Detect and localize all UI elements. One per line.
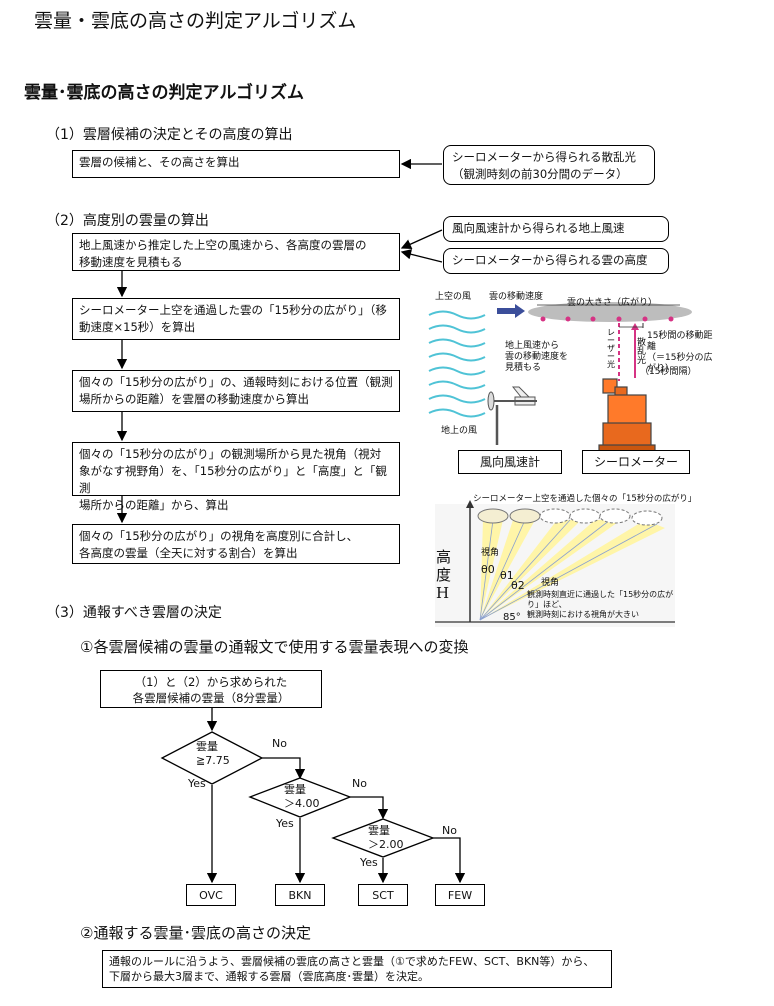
section2-step-1: 地上風速から推定した上空の風速から、各高度の雲層の 移動速度を見積もる xyxy=(72,233,400,271)
decision-1-no: No xyxy=(272,737,287,750)
page-title: 雲量・雲底の高さの判定アルゴリズム xyxy=(34,10,357,32)
section2-step-5: 個々の「15秒分の広がり」の視角を高度別に合計し、 各高度の雲量（全天に対する割… xyxy=(72,524,400,564)
section2-step-2: シーロメーター上空を通過した雲の「15秒分の広がり」（移 動速度×15秒）を算出 xyxy=(72,298,400,340)
decision-1-yes: Yes xyxy=(188,777,206,790)
scatter-label: 散 乱 光 xyxy=(637,338,647,366)
view-angle-note: 観測時刻直近に通過した「15秒分の広がり」ほど、 観測時刻における視角が大きい xyxy=(527,590,674,619)
ceilometer-illustration: 上空の風 雲の移動速度 雲の大きさ（広がり） 地上風速から 雲の移動速度を 見積… xyxy=(425,283,715,483)
decision-2-label: 雲量 ＞4.00 xyxy=(284,783,320,810)
distance-note: 15秒間の移動距離 （＝15秒分の広がり） xyxy=(647,331,713,374)
decision-3-yes: Yes xyxy=(360,856,378,869)
decision-diamond-1 xyxy=(160,731,264,785)
section1-title: （1）雲層候補の決定とその高度の算出 xyxy=(46,127,293,143)
decision-diamond-2 xyxy=(248,777,352,818)
upper-wind-label: 上空の風 xyxy=(435,292,472,302)
view-angle-label: 視角 xyxy=(481,548,500,558)
section-heading: 雲量･雲底の高さの判定アルゴリズム xyxy=(24,83,304,103)
section1-step: 雲層の候補と、その高さを算出 xyxy=(72,150,400,178)
cloud-speed-label: 雲の移動速度 xyxy=(489,292,544,302)
decision-diamond-3 xyxy=(331,818,435,858)
angle85-label: 85° xyxy=(503,612,521,623)
decision-3-label: 雲量 ＞2.00 xyxy=(368,824,404,851)
anemometer-label-box: 風向風速計 xyxy=(458,450,562,474)
section2-step-3: 個々の「15秒分の広がり」の、通報時刻における位置（観測 場所からの距離）を雲層… xyxy=(72,370,400,412)
section2-step-4: 個々の「15秒分の広がり」の観測場所から見た視角（視対 象がなす視野角）を、「1… xyxy=(72,442,400,512)
ground-wind-label: 地上の風 xyxy=(441,426,478,436)
final-decision-box: 通報のルールに沿うよう、雲層候補の雲底の高さと雲量（①で求めたFEW、SCT、B… xyxy=(102,950,612,988)
interval-label: （15秒間隔） xyxy=(640,367,697,377)
section2-title: （2）高度別の雲量の算出 xyxy=(46,213,209,229)
output-ovc: OVC xyxy=(186,884,236,906)
theta0-label: θ0 xyxy=(481,563,495,576)
decision-3-no: No xyxy=(442,824,457,837)
section3-sub1: ①各雲層候補の雲量の通報文で使用する雲量表現への変換 xyxy=(80,638,469,656)
section3-sub2: ②通報する雲量･雲底の高さの決定 xyxy=(80,924,311,942)
section2-source-cloud-height: シーロメーターから得られる雲の高度 xyxy=(443,248,669,274)
estimate-note: 地上風速から 雲の移動速度を 見積もる xyxy=(505,341,569,373)
section2-source-wind: 風向風速計から得られる地上風速 xyxy=(443,216,669,242)
decision-2-yes: Yes xyxy=(276,817,294,830)
flow-start-box: （1）と（2）から求められた 各雲層候補の雲量（8分雲量） xyxy=(100,670,322,708)
section1-source: シーロメーターから得られる散乱光 （観測時刻の前30分間のデータ） xyxy=(443,145,655,185)
view-angle-title: シーロメーター上空を通過した個々の「15秒分の広がり」 xyxy=(473,494,697,504)
decision-1-label: 雲量 ≧7.75 xyxy=(196,740,230,767)
height-label: 高 度 H xyxy=(436,548,452,602)
ceilometer-label-box: シーロメーター xyxy=(582,450,690,474)
section3-title: （3）通報すべき雲層の決定 xyxy=(46,605,222,621)
cloud-size-label: 雲の大きさ（広がり） xyxy=(567,298,658,308)
view-angle-label-2: 視角 xyxy=(541,578,560,588)
view-angle-illustration: シーロメーター上空を通過した個々の「15秒分の広がり」 視角 θ0 θ1 θ2 … xyxy=(435,492,696,627)
output-sct: SCT xyxy=(358,884,408,906)
output-bkn: BKN xyxy=(275,884,325,906)
output-few: FEW xyxy=(435,884,485,906)
decision-2-no: No xyxy=(352,777,367,790)
theta2-label: θ2 xyxy=(511,579,525,592)
theta1-label: θ1 xyxy=(500,569,514,582)
laser-label: レ ー ザ ー 光 xyxy=(607,328,615,369)
